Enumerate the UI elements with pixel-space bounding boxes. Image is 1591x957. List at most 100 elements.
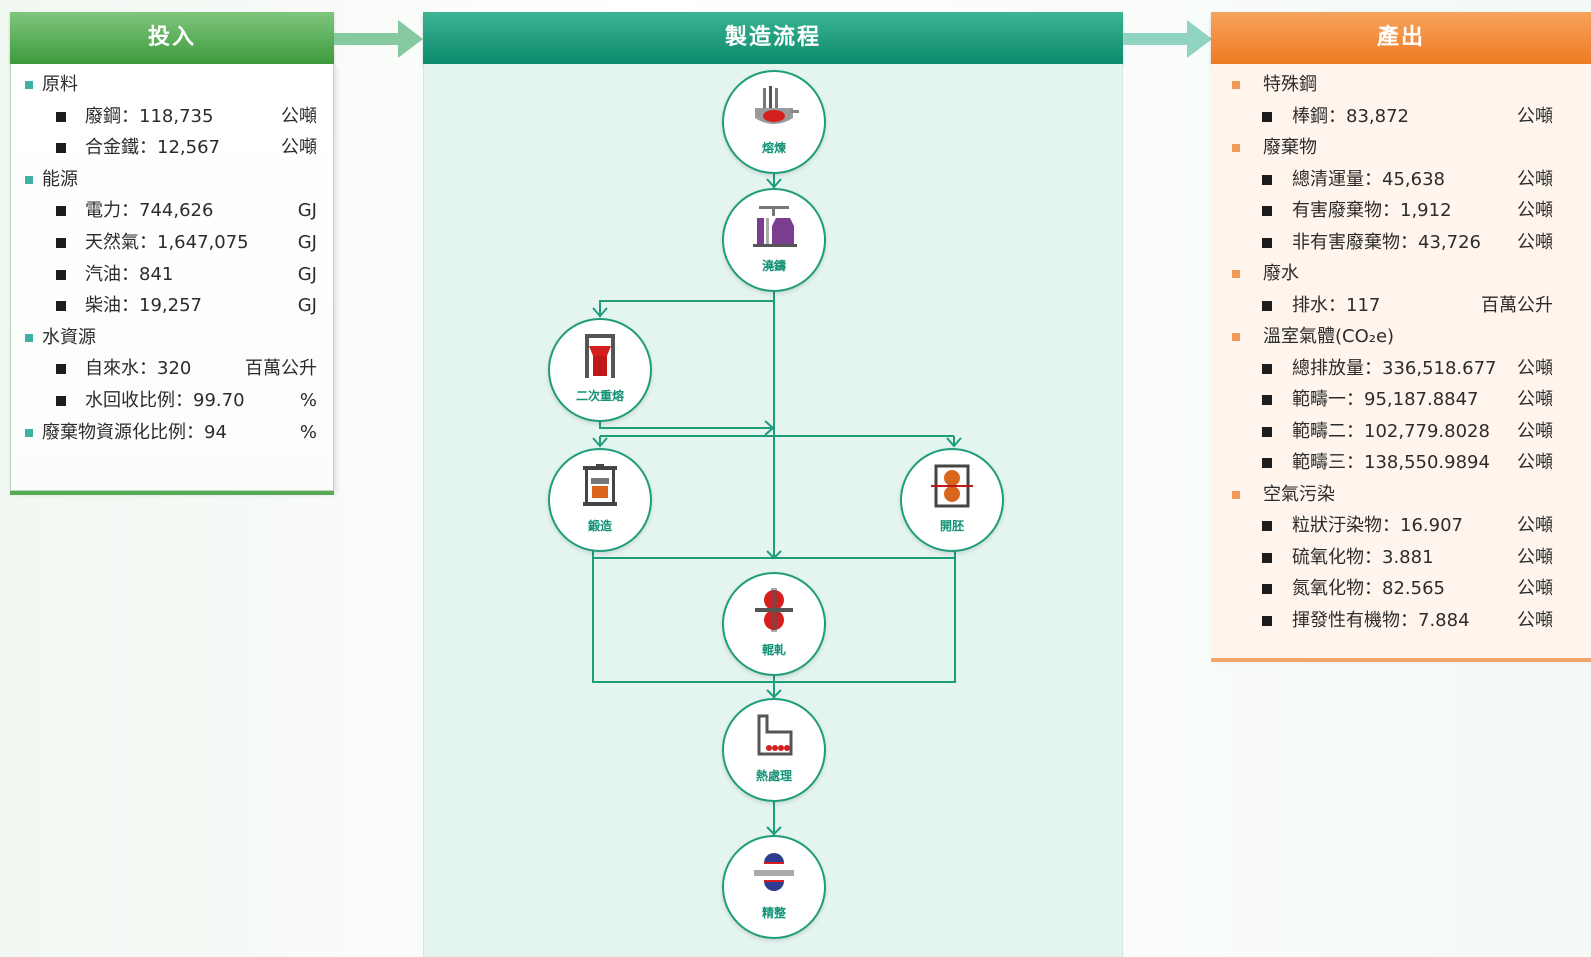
item-label: 非有害廢棄物：43,726 xyxy=(1292,231,1481,253)
flow-arrow-icon xyxy=(334,20,423,58)
bullet-icon xyxy=(56,238,66,248)
item-label: 自來水：320 xyxy=(85,358,192,380)
process-panel-title: 製造流程 xyxy=(423,12,1123,64)
list-item: 汽油：841 GJ xyxy=(11,262,335,288)
category-item: 廢棄物資源化比例：94% xyxy=(11,420,335,446)
bullet-icon xyxy=(1262,206,1272,216)
bullet-icon xyxy=(1262,552,1272,563)
list-item: 揮發性有機物：7.884 公噸 xyxy=(1211,608,1591,634)
unit-label: % xyxy=(299,390,317,411)
rolling-mill-icon xyxy=(755,588,793,632)
bullet-icon xyxy=(1262,584,1272,594)
item-label: 水資源 xyxy=(42,326,96,348)
list-item: 水回收比例：99.70% xyxy=(11,388,335,414)
item-label: 廢水 xyxy=(1263,263,1299,284)
unit-label: GJ xyxy=(297,263,317,285)
item-label: 廢棄物資源化比例：94 xyxy=(42,421,227,443)
output-panel-title: 產出 xyxy=(1211,12,1591,64)
item-label: 總排放量：336,518.677 xyxy=(1292,357,1497,379)
unit-label: GJ xyxy=(297,295,317,317)
unit-label: 公噸 xyxy=(1517,546,1553,568)
unit-label: 公噸 xyxy=(281,105,317,127)
input-panel-title: 投入 xyxy=(10,12,334,64)
item-label: 合金鐵：12,567 xyxy=(85,137,220,159)
unit-label: 公噸 xyxy=(1517,578,1553,599)
item-label: 水回收比例：99.70 xyxy=(85,390,245,411)
node-label: 輥軋 xyxy=(761,643,786,657)
bullet-icon xyxy=(1232,144,1240,152)
process-flow: 熔煉 澆鑄 二次重熔 xyxy=(423,64,1123,957)
bullet-icon xyxy=(25,175,33,184)
item-label: 特殊鋼 xyxy=(1263,74,1317,95)
node-heat-treatment: 熱處理 xyxy=(722,698,826,802)
bullet-icon xyxy=(56,111,66,122)
unit-label: 公噸 xyxy=(1517,357,1553,379)
unit-label: 公噸 xyxy=(1517,515,1553,536)
bullet-icon xyxy=(56,396,66,406)
item-label: 氮氧化物：82.565 xyxy=(1292,578,1445,599)
category-item: 水資源 xyxy=(11,325,335,351)
item-label: 範疇二：102,779.8028 xyxy=(1292,420,1490,442)
blooming-mill-icon xyxy=(931,464,973,508)
unit-label: 公噸 xyxy=(281,137,317,159)
remelt-icon xyxy=(585,334,615,378)
straightener-icon xyxy=(754,853,794,891)
item-label: 天然氣：1,647,075 xyxy=(85,232,249,253)
node-label: 精整 xyxy=(761,906,786,920)
item-label: 有害廢棄物：1,912 xyxy=(1292,200,1452,221)
bullet-icon xyxy=(1232,270,1240,278)
list-item: 硫氧化物：3.881 公噸 xyxy=(1211,545,1591,571)
item-label: 汽油：841 xyxy=(85,263,174,285)
bullet-icon xyxy=(25,428,33,437)
list-item: 棒鋼：83,872 公噸 xyxy=(1211,104,1591,130)
node-remelting: 二次重熔 xyxy=(548,318,652,422)
category-item: 原料 xyxy=(11,72,335,98)
bullet-icon xyxy=(1262,615,1272,626)
bullet-icon xyxy=(1232,333,1240,341)
unit-label: 百萬公升 xyxy=(245,358,317,380)
node-forging: 鍛造 xyxy=(548,448,652,552)
unit-label: 公噸 xyxy=(1517,420,1553,442)
list-item: 總清運量：45,638 公噸 xyxy=(1211,167,1591,193)
bullet-icon xyxy=(1262,174,1272,185)
unit-label: 公噸 xyxy=(1517,609,1553,631)
node-label: 二次重熔 xyxy=(575,389,624,403)
unit-label: 百萬公升 xyxy=(1481,294,1553,316)
unit-label: 公噸 xyxy=(1517,168,1553,190)
item-label: 硫氧化物：3.881 xyxy=(1292,546,1434,568)
furnace-icon xyxy=(755,86,799,124)
bullet-icon xyxy=(56,301,66,312)
category-item: 特殊鋼 xyxy=(1211,72,1591,98)
ladle-icon xyxy=(753,206,797,247)
node-label: 鍛造 xyxy=(587,519,612,533)
node-label: 熔煉 xyxy=(761,141,786,155)
list-item: 氮氧化物：82.565 公噸 xyxy=(1211,576,1591,602)
list-item: 自來水：320 百萬公升 xyxy=(11,356,335,382)
bullet-icon xyxy=(56,364,66,375)
bullet-icon xyxy=(1262,363,1272,374)
unit-label: % xyxy=(299,421,317,443)
item-label: 總清運量：45,638 xyxy=(1292,168,1445,190)
bullet-icon xyxy=(56,269,66,280)
item-label: 電力：744,626 xyxy=(85,200,214,222)
item-label: 揮發性有機物：7.884 xyxy=(1292,609,1470,631)
category-item: 廢棄物 xyxy=(1211,135,1591,161)
unit-label: 公噸 xyxy=(1517,200,1553,221)
node-smelting: 熔煉 xyxy=(722,70,826,174)
node-label: 熱處理 xyxy=(755,769,792,783)
bullet-icon xyxy=(1262,521,1272,531)
category-item: 空氣污染 xyxy=(1211,482,1591,508)
unit-label: 公噸 xyxy=(1517,105,1553,127)
bullet-icon xyxy=(1262,426,1272,437)
bullet-icon xyxy=(1232,490,1240,499)
item-label: 棒鋼：83,872 xyxy=(1292,105,1409,127)
bullet-icon xyxy=(25,81,33,89)
